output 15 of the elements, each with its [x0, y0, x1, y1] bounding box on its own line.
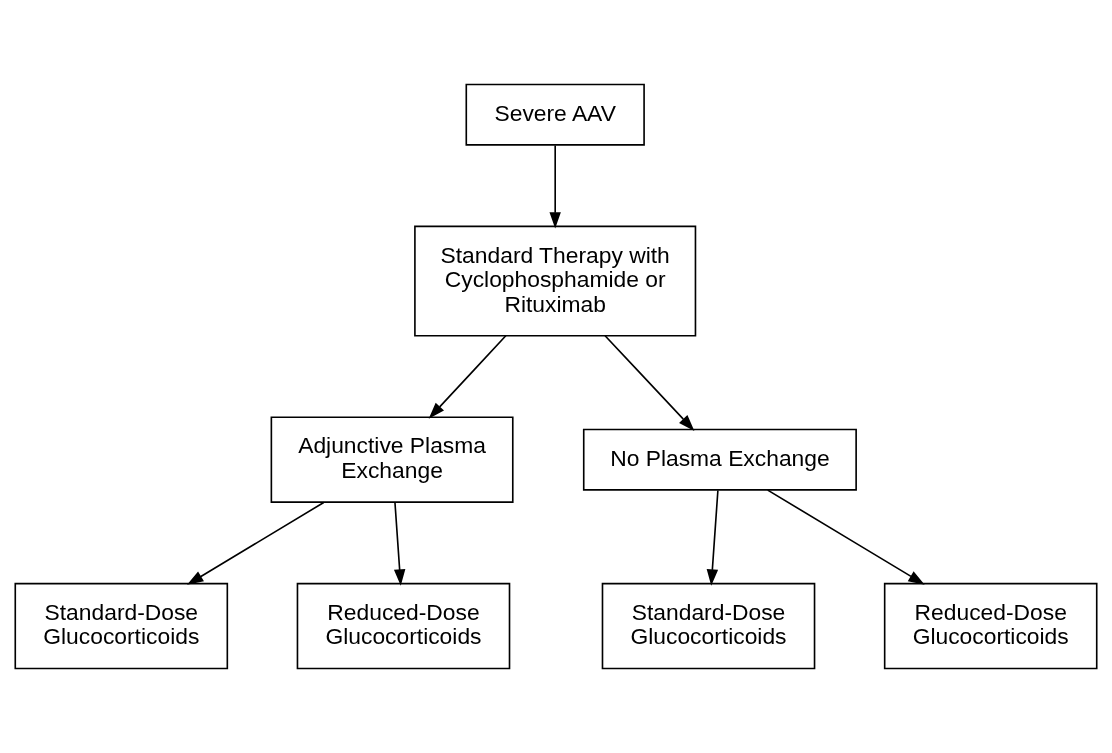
arrow: [428, 335, 507, 419]
arrow: [393, 501, 406, 586]
node-box: No Plasma Exchange: [582, 428, 857, 491]
arrow: [549, 144, 561, 229]
node-box: Severe AAV: [465, 83, 645, 146]
arrow: [706, 489, 719, 586]
arrow: [604, 335, 695, 431]
node-box: Reduced-Dose Glucocorticoids: [296, 582, 511, 670]
arrow: [187, 501, 325, 585]
node-box: Standard-Dose Glucocorticoids: [14, 582, 229, 670]
node-box: Standard-Dose Glucocorticoids: [601, 582, 816, 670]
node-box: Adjunctive Plasma Exchange: [270, 416, 514, 503]
arrow: [766, 489, 925, 585]
node-box: Reduced-Dose Glucocorticoids: [883, 582, 1098, 670]
node-box: Standard Therapy with Cyclophosphamide or Rituximab: [414, 225, 697, 337]
